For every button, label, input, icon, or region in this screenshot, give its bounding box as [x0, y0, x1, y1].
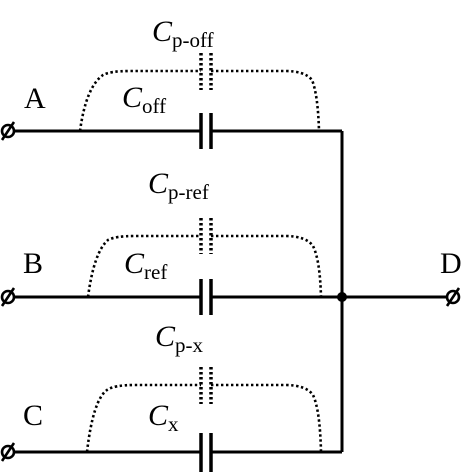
- label-c-p-ref: Cp-ref: [148, 167, 209, 204]
- branch-c: [8, 367, 342, 472]
- parasitic-loop-b: [86, 234, 323, 298]
- junction-node: [337, 292, 347, 302]
- terminal-a-icon: [0, 121, 16, 141]
- label-c-p-x: Cp-x: [155, 320, 204, 357]
- branch-a: [8, 53, 342, 149]
- terminal-d-icon: [445, 287, 461, 307]
- label-terminal-a: A: [24, 82, 46, 115]
- label-terminal-c: C: [23, 399, 43, 432]
- label-terminal-d: D: [440, 247, 462, 280]
- label-c-x: Cx: [148, 399, 179, 436]
- label-c-p-off: Cp-off: [152, 15, 214, 52]
- parasitic-loop-c: [85, 383, 323, 453]
- label-c-ref: Cref: [124, 247, 167, 284]
- branch-b: [8, 218, 342, 315]
- label-c-off: Coff: [122, 81, 166, 118]
- terminal-b-icon: [0, 287, 16, 307]
- label-terminal-b: B: [23, 247, 43, 280]
- terminal-c-icon: [0, 442, 16, 462]
- parasitic-loop-a: [78, 69, 321, 132]
